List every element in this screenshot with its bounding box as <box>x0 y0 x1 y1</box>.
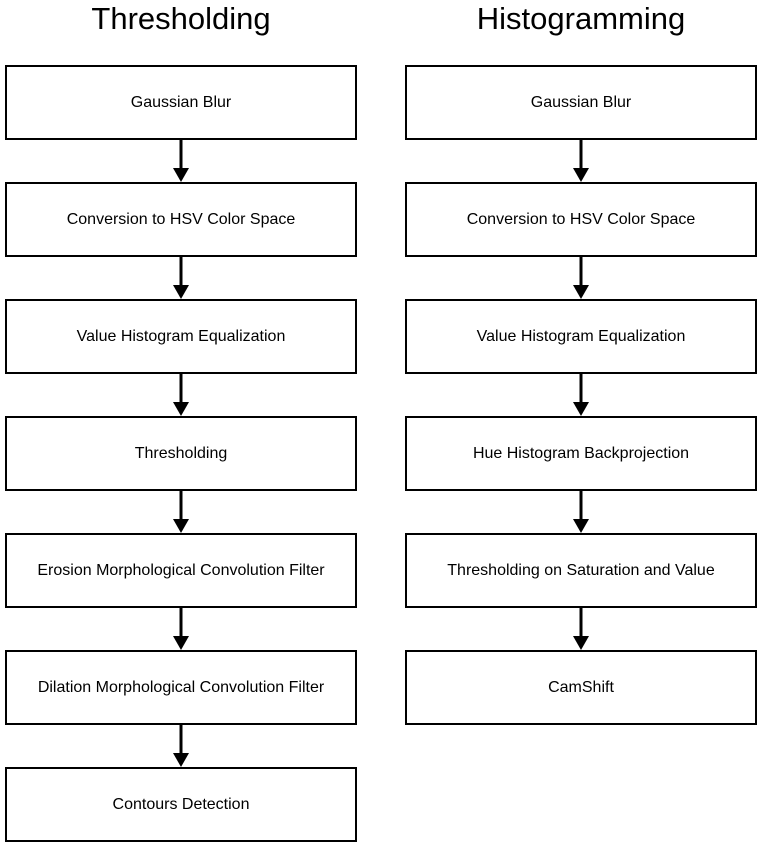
step-label: Value Histogram Equalization <box>476 327 686 345</box>
thresholding-step-1: Gaussian Blur <box>5 65 357 140</box>
down-arrow-icon <box>173 374 189 416</box>
down-arrow-icon <box>573 491 589 533</box>
step-label: Thresholding <box>134 444 228 462</box>
down-arrow-icon <box>573 257 589 299</box>
step-label: Gaussian Blur <box>130 93 232 111</box>
step-label: Value Histogram Equalization <box>76 327 286 345</box>
down-arrow-icon <box>173 725 189 767</box>
thresholding-step-6: Dilation Morphological Convolution Filte… <box>5 650 357 725</box>
down-arrow-icon <box>573 374 589 416</box>
down-arrow-icon <box>173 608 189 650</box>
step-label: Thresholding on Saturation and Value <box>447 561 715 579</box>
step-label: Conversion to HSV Color Space <box>66 210 296 228</box>
thresholding-step-2: Conversion to HSV Color Space <box>5 182 357 257</box>
thresholding-step-4: Thresholding <box>5 416 357 491</box>
thresholding-title: Thresholding <box>91 1 271 36</box>
histogramming-step-4: Hue Histogram Backprojection <box>405 416 757 491</box>
histogramming-step-3: Value Histogram Equalization <box>405 299 757 374</box>
step-label: Conversion to HSV Color Space <box>466 210 696 228</box>
step-label: Gaussian Blur <box>530 93 632 111</box>
down-arrow-icon <box>173 140 189 182</box>
down-arrow-icon <box>573 140 589 182</box>
thresholding-step-3: Value Histogram Equalization <box>5 299 357 374</box>
step-label: Erosion Morphological Convolution Filter <box>37 561 325 579</box>
histogramming-step-2: Conversion to HSV Color Space <box>405 182 757 257</box>
histogramming-step-6: CamShift <box>405 650 757 725</box>
step-label: Dilation Morphological Convolution Filte… <box>37 678 325 696</box>
down-arrow-icon <box>573 608 589 650</box>
down-arrow-icon <box>173 491 189 533</box>
step-label: Hue Histogram Backprojection <box>472 444 690 462</box>
thresholding-step-7: Contours Detection <box>5 767 357 842</box>
histogramming-step-1: Gaussian Blur <box>405 65 757 140</box>
step-label: Contours Detection <box>112 795 250 813</box>
histogramming-title: Histogramming <box>476 1 686 36</box>
step-label: CamShift <box>548 678 614 696</box>
thresholding-step-5: Erosion Morphological Convolution Filter <box>5 533 357 608</box>
histogramming-step-5: Thresholding on Saturation and Value <box>405 533 757 608</box>
down-arrow-icon <box>173 257 189 299</box>
